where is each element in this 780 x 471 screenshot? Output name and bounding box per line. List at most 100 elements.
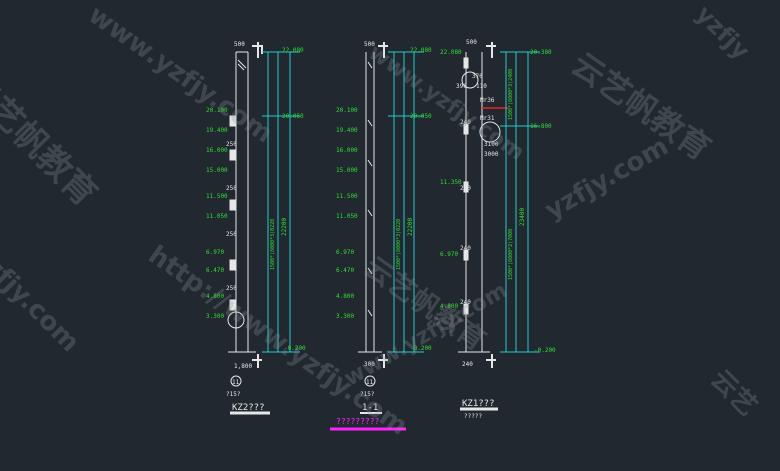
column-right-level-1: 16.800 (530, 123, 552, 130)
column-mid-break-top (378, 42, 388, 58)
column-mid-level-3-upper: 16.000 (336, 147, 358, 154)
column-right-dimension-lines (500, 51, 540, 353)
column-left-beam-notch-2 (229, 149, 237, 161)
column-right-top-level-2: 20.380 (530, 49, 552, 56)
column-right-mid-dim-2: 3000 (484, 151, 499, 158)
column-right-section-circle-mid (479, 121, 501, 143)
column-mid-break-bottom (378, 354, 388, 368)
column-right-bottom-dim: 240 (462, 361, 473, 368)
column-mid-level-4-lower: 11.050 (336, 213, 358, 220)
column-left-bottom-dim: 1,800 (234, 363, 252, 370)
column-mid-dimension-lines (388, 51, 424, 353)
column-right-beam-notch-4 (463, 249, 469, 261)
column-left-base-level: -0.200 (284, 345, 306, 352)
column-left-level-3-upper: 16.000 (206, 147, 228, 154)
column-right-beam-notch-5 (463, 303, 469, 315)
column-mid-axis-top: 11 (366, 379, 374, 386)
column-right-section-circle-top (461, 71, 479, 89)
column-right-break-bottom (486, 354, 496, 368)
column-right-top-level-1: 22.080 (440, 49, 462, 56)
column-left-level-4-lower: 11.050 (206, 213, 228, 220)
column-mid-section (358, 42, 388, 368)
column-left-beam-notch-3 (229, 199, 237, 211)
column-right-level-4-dim: 240 (460, 299, 471, 306)
column-mid-top-dim: 500 (364, 41, 375, 48)
column-left-dim-total: 22200 (281, 218, 288, 236)
column-mid-title: 1-1 (362, 403, 378, 413)
column-left-beam-notch-5 (229, 299, 237, 311)
column-right-dim-text-vertical-2: 1500*(8000*2)7000 (508, 229, 514, 280)
column-left-beam-notch-4 (229, 259, 237, 271)
column-mid-axis-bubble-top (364, 375, 376, 387)
column-right-dim-total: 23400 (519, 208, 526, 226)
column-right-title: KZ1??? (462, 399, 495, 409)
column-left-side-dim-2: 250 (226, 185, 237, 192)
column-mid-level-1-lower: 20.050 (410, 113, 432, 120)
column-right-level-3-dim: 240 (460, 245, 471, 252)
column-left-title: KZ2??? (232, 403, 265, 413)
column-left-beam-notch-1 (229, 115, 237, 127)
column-mid-dim-text-vertical: 1500*(8000*3)0220 (396, 219, 402, 270)
column-mid-bottom-dim: 300 (364, 361, 375, 368)
column-right-level-1-dim: 240 (460, 119, 471, 126)
column-left-level-labels: 22.080 20.050 20.100 19.400 16.000 15.00… (206, 47, 306, 352)
column-right-note-1: Mr36 (480, 97, 495, 104)
column-right-dims: 370 390 110 Mr36 Mr31 240 240 240 240 31… (456, 73, 499, 368)
column-left-break-bottom (252, 354, 262, 368)
column-left-side-dims: 250 250 250 250 1,800 (226, 141, 252, 370)
column-mid-base-level: -0.200 (410, 345, 432, 352)
column-mid-level-4-upper: 11.500 (336, 193, 358, 200)
column-right-small-dim-1: 370 (472, 73, 483, 80)
column-mid-level-1-upper: 22.080 (410, 47, 432, 54)
column-right-level-labels: 22.080 20.380 16.800 11.350 6.970 4.800 … (440, 49, 556, 354)
column-left-level-6-upper: 4.800 (206, 293, 224, 300)
column-mid-caption: ????????? (336, 417, 380, 426)
column-mid-level-6-lower: 3.300 (336, 313, 354, 320)
column-mid-level-labels: 22.080 20.050 20.100 19.400 16.000 15.00… (336, 47, 432, 352)
column-left-axis-bubble-top (230, 375, 242, 387)
column-left-side-dim-3: 250 (226, 231, 237, 238)
column-left-section-circle (227, 311, 245, 329)
column-left-level-1-lower: 20.050 (282, 113, 304, 120)
column-left-level-5-upper: 6.970 (206, 249, 224, 256)
column-right-note-2: Mr31 (480, 115, 495, 122)
column-left-side-dim-1: 250 (226, 141, 237, 148)
column-left-level-1-upper: 22.080 (282, 47, 304, 54)
column-left-axis-bottom: ?15? (226, 391, 241, 398)
column-right-beam-notch-3 (463, 181, 469, 193)
column-right-beam-notch-1 (463, 57, 469, 69)
column-left-break-top (252, 42, 263, 58)
column-left-side-dim-4: 250 (226, 285, 237, 292)
column-right-beam-notch-2 (463, 123, 469, 135)
column-mid-hatch-3 (367, 159, 373, 167)
column-left-level-5-lower: 6.470 (206, 267, 224, 274)
column-mid-level-5-lower: 6.470 (336, 267, 354, 274)
column-right-level-3: 6.970 (440, 251, 458, 258)
column-mid-hatch-5 (367, 267, 373, 275)
column-mid-level-6-upper: 4.800 (336, 293, 354, 300)
column-right-break-top (486, 42, 496, 58)
column-right-level-4: 4.800 (440, 303, 458, 310)
column-left-level-3-lower: 15.000 (206, 167, 228, 174)
column-mid-level-5-upper: 6.970 (336, 249, 354, 256)
column-right-mid-dim-1: 3100 (484, 141, 499, 148)
column-mid-level-2-lower: 19.400 (336, 127, 358, 134)
column-mid-hatch-2 (367, 119, 373, 127)
column-left-axis-top: 11 (232, 379, 240, 386)
column-right-base-level: -0.200 (534, 347, 556, 354)
column-left-kz2 (227, 42, 263, 368)
column-mid-level-2-upper: 20.100 (336, 107, 358, 114)
column-mid-dim-total: 22200 (407, 218, 414, 236)
column-right-small-dim-3: 110 (476, 83, 487, 90)
column-right-subtitle: ????? (464, 413, 482, 420)
column-mid-level-3-lower: 15.000 (336, 167, 358, 174)
column-mid-axis-bottom: ?15? (360, 391, 375, 398)
column-left-hatch-2 (237, 63, 245, 71)
column-right-kz1 (458, 42, 501, 368)
column-right-small-dim-2: 390 (456, 83, 467, 90)
column-left-level-4-upper: 11.500 (206, 193, 228, 200)
column-right-level-2: 11.350 (440, 179, 462, 186)
column-left-level-2-lower: 19.400 (206, 127, 228, 134)
column-left-hatch-1 (237, 59, 247, 69)
